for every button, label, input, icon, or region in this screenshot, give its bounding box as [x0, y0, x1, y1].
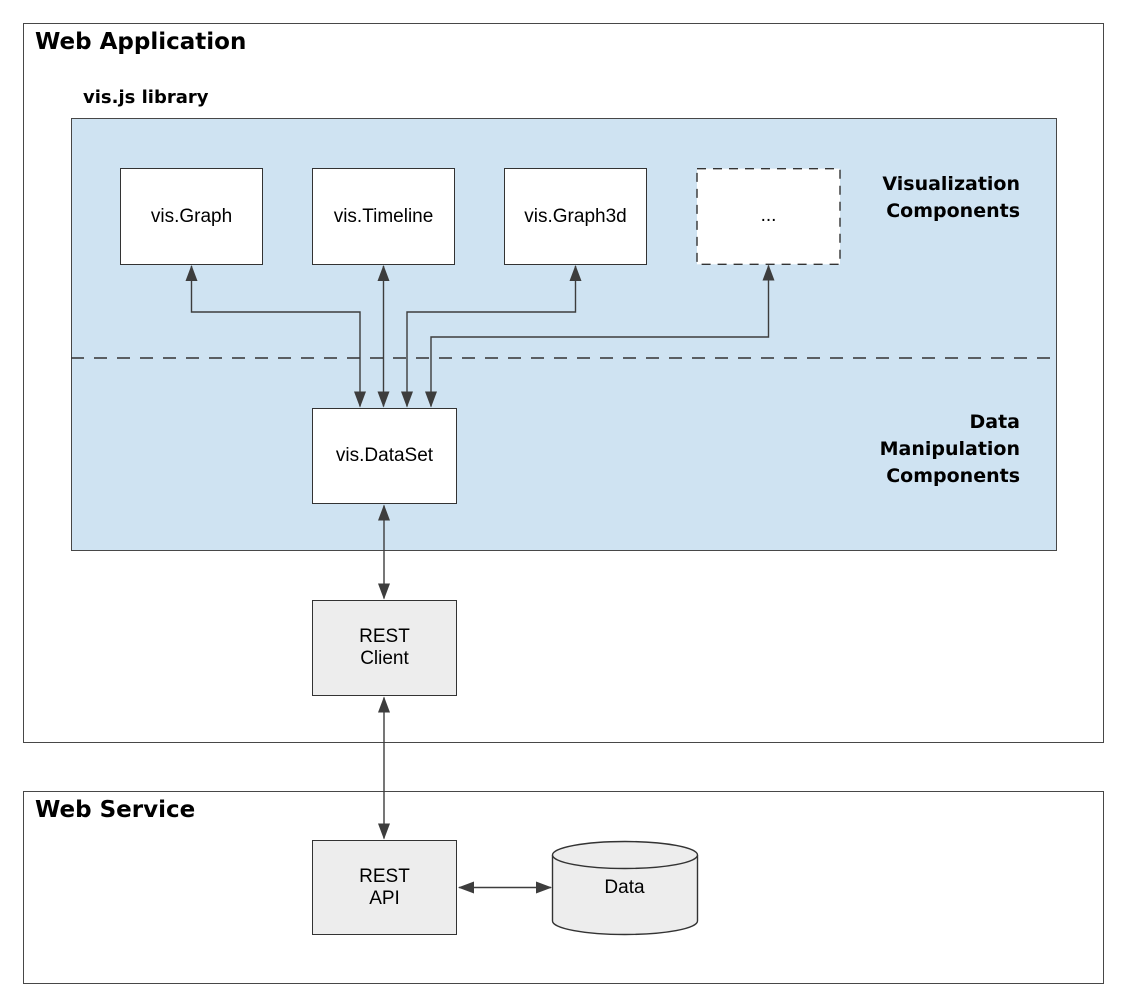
web-application-title: Web Application	[35, 29, 247, 55]
web-service-title: Web Service	[35, 797, 196, 823]
visualization-components-label: Visualization Components	[882, 173, 1020, 222]
rest-client-box: REST Client	[312, 600, 457, 696]
component-box-vis-graph: vis.Graph	[120, 168, 263, 265]
component-more-label: ...	[760, 205, 777, 226]
rest-api-box: REST API	[312, 840, 457, 935]
data-manipulation-components-label: Data Manipulation Components	[879, 411, 1020, 487]
component-box-vis-graph3d: vis.Graph3d	[504, 168, 647, 265]
dataset-box: vis.DataSet	[312, 408, 457, 504]
component-box-vis-timeline: vis.Timeline	[312, 168, 455, 265]
data-cylinder-label: Data	[604, 877, 645, 898]
visjs-library-label: vis.js library	[83, 87, 209, 108]
